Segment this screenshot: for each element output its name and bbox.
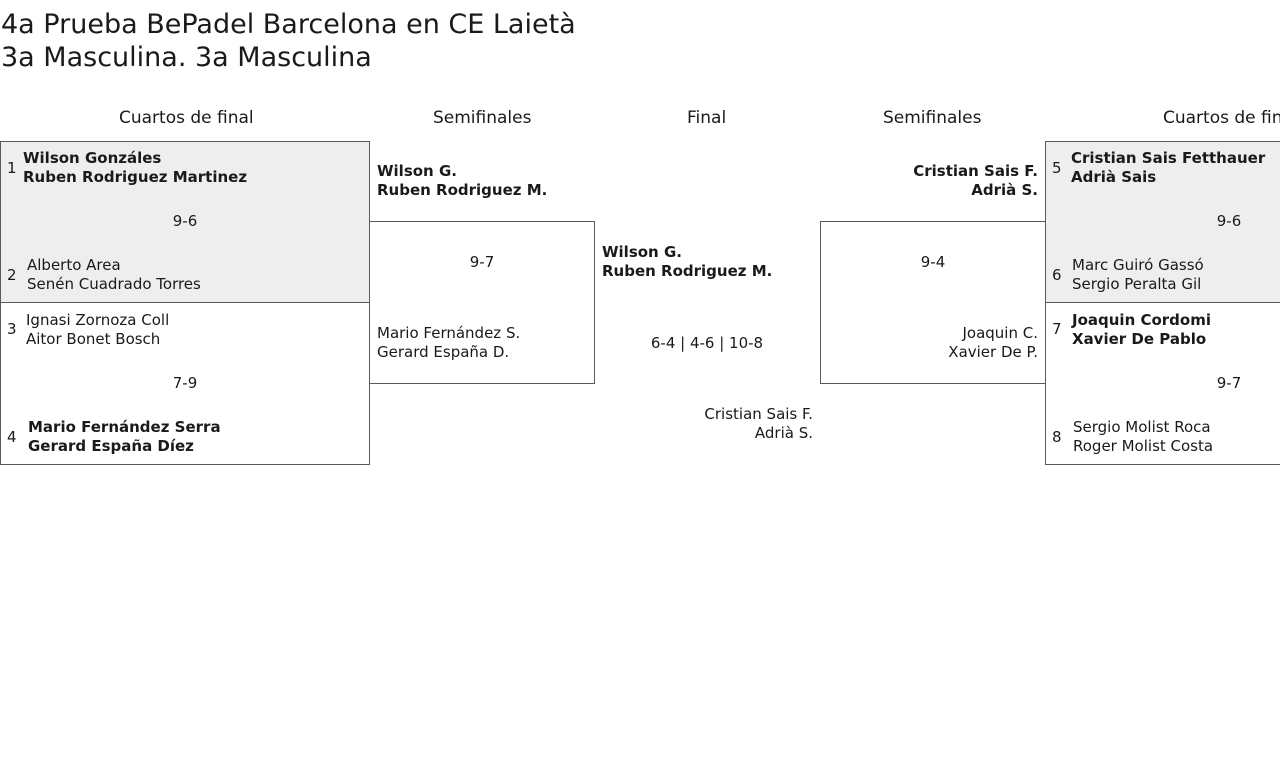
seed-number: 3 [7,320,17,338]
team-player-name: Alberto Area [27,256,121,274]
team-player-name: Sergio Peralta Gil [1072,275,1202,293]
seed-number: 2 [7,266,17,284]
page-title: 4a Prueba BePadel Barcelona en CE Laietà [1,9,576,40]
team-player-name: Wilson G. [602,243,682,261]
team-player-name: Ruben Rodriguez Martinez [23,168,248,186]
team-player-name: Marc Guiró Gassó [1072,256,1204,274]
match-score: 9-4 [920,253,946,271]
team-player-name: Adrià S. [754,424,813,442]
team-player-name: Wilson Gonzáles [23,149,162,167]
match-score: 9-6 [1216,212,1242,230]
team-player-name: Joaquin Cordomi [1072,311,1211,329]
team-player-name: Joaquin C. [962,324,1038,342]
qf-match-4[interactable] [1045,302,1280,465]
team-player-name: Gerard España D. [377,343,510,361]
qf-match-1[interactable] [0,141,370,303]
seed-number: 5 [1052,159,1062,177]
team-player-name: Cristian Sais F. [704,405,813,423]
team-player-name: Ignasi Zornoza Coll [26,311,170,329]
team-player-name: Wilson G. [377,162,457,180]
team-player-name: Xavier De P. [948,343,1038,361]
round-header-right-semifinals: Semifinales [883,108,982,128]
round-header-final: Final [687,108,727,128]
seed-number: 6 [1052,266,1062,284]
team-player-name: Cristian Sais F. [913,162,1038,180]
team-player-name: Aitor Bonet Bosch [26,330,161,348]
team-player-name: Xavier De Pablo [1072,330,1207,348]
match-score: 9-6 [172,212,198,230]
seed-number: 7 [1052,320,1062,338]
team-player-name: Ruben Rodriguez M. [377,181,548,199]
match-score: 9-7 [1216,374,1242,392]
sf-match-1[interactable] [369,221,595,384]
round-header-left-quarterfinals: Cuartos de final [119,108,254,128]
seed-number: 4 [7,428,17,446]
match-score: 7-9 [172,374,198,392]
team-player-name: Gerard España Díez [28,437,194,455]
team-player-name: Adrià S. [971,181,1038,199]
team-player-name: Ruben Rodriguez M. [602,262,773,280]
match-score: 9-7 [469,253,495,271]
page-subtitle: 3a Masculina. 3a Masculina [1,42,372,73]
final-score: 6-4 | 4-6 | 10-8 [650,334,764,352]
round-header-left-semifinals: Semifinales [433,108,532,128]
seed-number: 8 [1052,428,1062,446]
team-player-name: Adrià Sais [1071,168,1157,186]
qf-match-3[interactable] [1045,141,1280,303]
team-player-name: Roger Molist Costa [1073,437,1214,455]
team-player-name: Cristian Sais Fetthauer [1071,149,1266,167]
round-header-right-quarterfinals: Cuartos de final [1163,108,1280,128]
team-player-name: Sergio Molist Roca [1073,418,1211,436]
team-player-name: Mario Fernández S. [377,324,521,342]
seed-number: 1 [7,159,17,177]
team-player-name: Mario Fernández Serra [28,418,221,436]
team-player-name: Senén Cuadrado Torres [27,275,201,293]
